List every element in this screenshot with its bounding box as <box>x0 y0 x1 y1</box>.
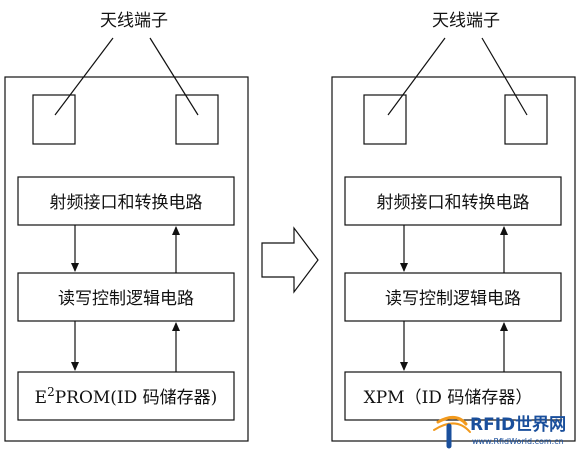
right-rw-control-label: 读写控制逻辑电路 <box>385 289 521 309</box>
right-antenna-label: 天线端子 <box>432 11 500 31</box>
right-outer-frame <box>331 76 576 442</box>
left-outer-frame <box>4 76 249 442</box>
left-antenna-lead-right <box>149 37 199 116</box>
left-panel: 天线端子 射频接口和转换电路 读写控制逻辑电路 E2PROM(ID 码储存器) <box>4 11 249 442</box>
left-antenna-label: 天线端子 <box>100 11 168 31</box>
rfidworld-watermark: RFID世界网 www.RfidWorld.com.cn <box>433 415 566 449</box>
right-rf-interface-label: 射频接口和转换电路 <box>377 193 530 213</box>
left-antenna-terminal-2 <box>175 94 219 145</box>
right-antenna-lead-left <box>387 37 446 116</box>
right-rf-interface-block <box>344 176 562 226</box>
transition-arrow-icon <box>261 226 319 294</box>
watermark-brand: RFID世界网 <box>470 415 566 435</box>
left-rw-control-block <box>17 272 235 322</box>
left-rf-interface-label: 射频接口和转换电路 <box>50 193 203 213</box>
watermark-url: www.RfidWorld.com.cn <box>472 437 564 446</box>
right-memory-label: XPM（ID 码储存器） <box>364 388 533 408</box>
left-memory-block <box>17 371 235 421</box>
right-memory-block <box>344 371 562 421</box>
right-antenna-terminal-2 <box>504 94 548 145</box>
right-antenna-lead-right <box>481 37 528 116</box>
right-rw-control-block <box>344 272 562 322</box>
right-panel: 天线端子 射频接口和转换电路 读写控制逻辑电路 XPM（ID 码储存器） <box>331 11 576 442</box>
left-rw-control-label: 读写控制逻辑电路 <box>58 289 194 309</box>
rfid-logo-icon <box>433 416 471 449</box>
left-antenna-terminal-1 <box>32 94 76 145</box>
left-rf-interface-block <box>17 176 235 226</box>
left-antenna-lead-left <box>54 37 114 116</box>
right-antenna-terminal-1 <box>363 94 407 145</box>
left-memory-label: E2PROM(ID 码储存器) <box>35 385 218 408</box>
